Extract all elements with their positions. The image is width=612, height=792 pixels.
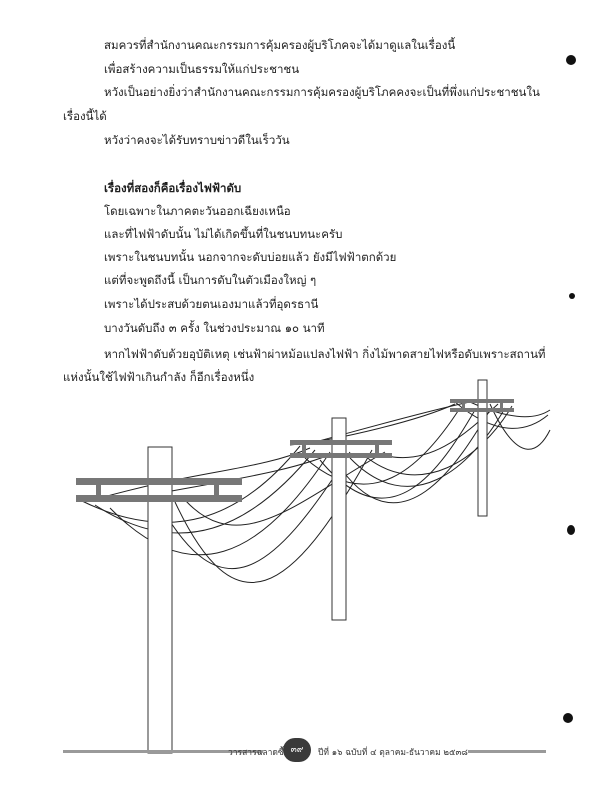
list-item: เพราะได้ประสบด้วยตนเองมาแล้วที่อุดรธานี [104,297,319,311]
text-line: หากไฟฟ้าดับด้วยอุบัติเหตุ เช่นฟ้าผ่าหม้อ… [104,347,546,361]
footer-magazine-name: วารสารฉลาดซื้อ [228,748,289,758]
scan-mark [569,293,575,299]
text-line: หวังเป็นอย่างยิ่งว่าสำนักงานคณะกรรมการคุ… [104,85,540,99]
footer-issue-info: ปีที่ ๑๖ ฉบับที่ ๔ ตุลาคม-ธันวาคม ๒๕๓๘ [318,748,468,758]
scan-mark [566,55,576,65]
list-item: แต่ที่จะพูดถึงนี้ เป็นการดับในตัวเมืองให… [104,273,317,287]
text-line: เรื่องนี้ได้ [63,109,107,123]
list-item: และที่ไฟฟ้าดับนั้น ไม่ได้เกิดขึ้นที่ในชน… [104,227,343,241]
scan-mark [563,713,573,723]
list-item: โดยเฉพาะในภาคตะวันออกเฉียงเหนือ [104,204,291,218]
section-heading: เรื่องที่สองก็คือเรื่องไฟฟ้าดับ [104,181,242,195]
text-line: เพื่อสร้างความเป็นธรรมให้แก่ประชาชน [104,62,300,76]
footer-rule-left [63,750,263,753]
list-item: เพราะในชนบทนั้น นอกจากจะดับบ่อยแล้ว ยังม… [104,250,397,264]
page-number: ๓๙ [283,738,311,762]
footer-rule-right [468,750,546,753]
list-item: บางวันดับถึง ๓ ครั้ง ในช่วงประมาณ ๑๐ นาท… [104,321,325,335]
text-line: หวังว่าคงจะได้รับทราบข่าวดีในเร็ววัน [104,133,290,147]
text-line: สมควรที่สำนักงานคณะกรรมการคุ้มครองผู้บริ… [104,38,456,52]
scan-mark [567,525,575,535]
text-line: แห่งนั้นใช้ไฟฟ้าเกินกำลัง ก็อีกเรื่องหนึ… [63,370,255,384]
